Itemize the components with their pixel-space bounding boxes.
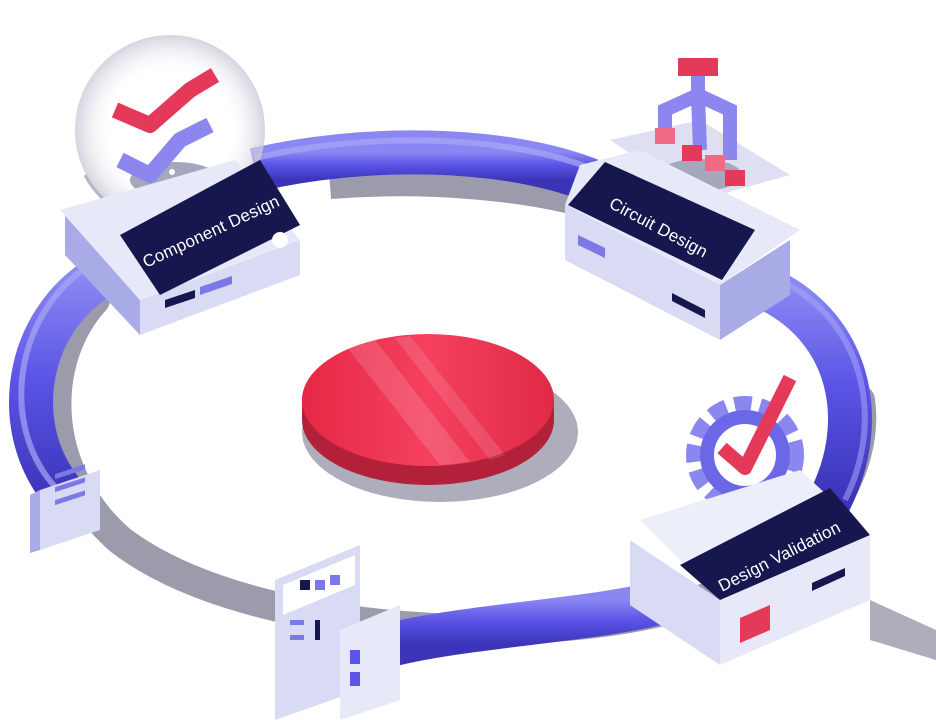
- circuit-design-panel: [568, 162, 755, 280]
- doc-line: [55, 477, 85, 493]
- document-panel: [30, 464, 100, 553]
- component-icon: [111, 68, 220, 183]
- station-component-design: Component Design: [60, 35, 300, 335]
- pipe-bottom: [368, 578, 692, 667]
- pipe-top: [249, 130, 598, 201]
- pipe-left: [9, 258, 117, 522]
- station-circuit-design: Circuit Design: [565, 58, 800, 340]
- doc-line: [55, 490, 85, 506]
- screens-group: [275, 545, 400, 720]
- circuit-hierarchy-icon: [655, 58, 745, 186]
- pipe-right: [748, 268, 872, 522]
- doc-line: [55, 464, 85, 480]
- design-validation-panel: [680, 488, 870, 600]
- component-design-indicator: [272, 232, 288, 248]
- component-design-panel: [120, 160, 300, 295]
- station-design-validation: Design Validation: [630, 374, 936, 665]
- center-disc: [302, 334, 578, 502]
